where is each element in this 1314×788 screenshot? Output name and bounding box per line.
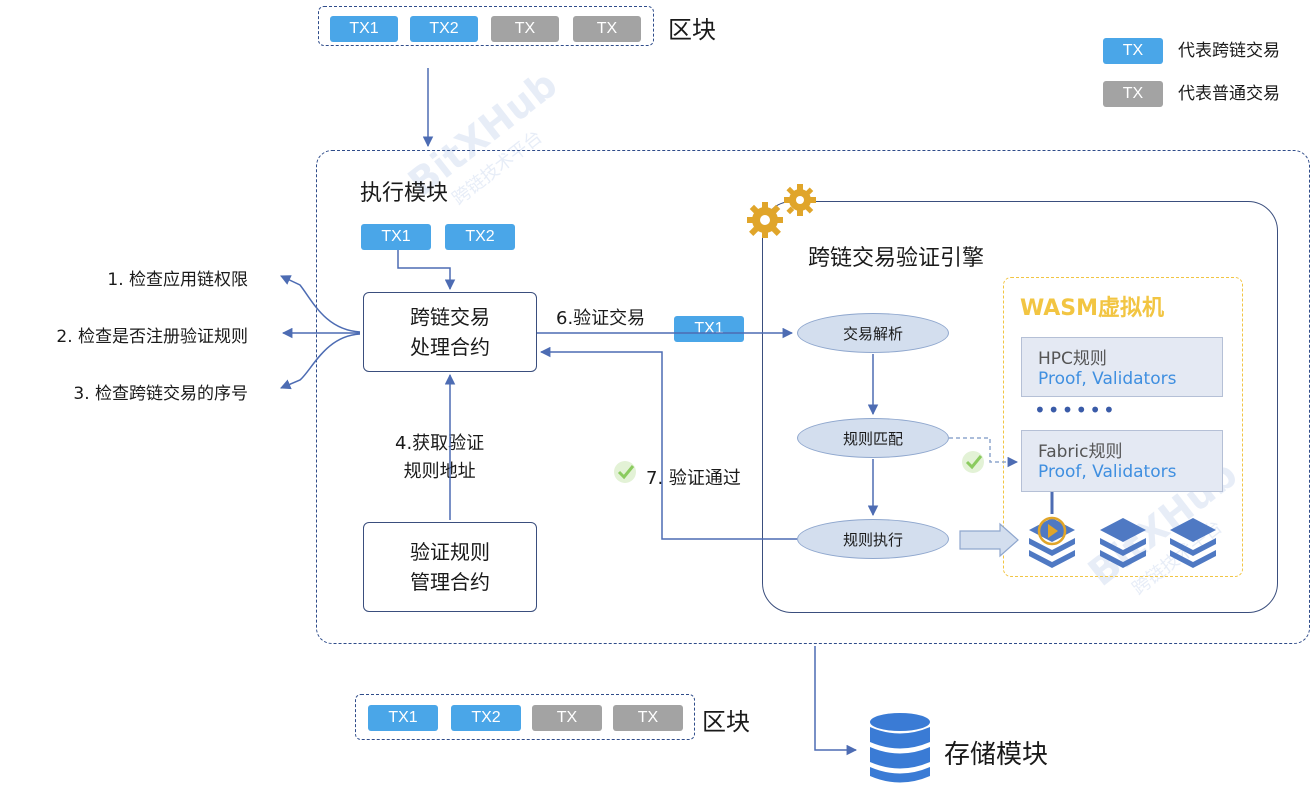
database-icon: [870, 713, 930, 783]
exec-module-container: [316, 150, 1310, 644]
top-block-tx1: TX1: [330, 16, 398, 42]
rule-fabric-detail: Proof, Validators: [1038, 462, 1177, 482]
rule-hpc-name: HPC规则: [1038, 349, 1107, 369]
engine-step-parse-label: 交易解析: [842, 324, 903, 343]
engine-step-parse: 交易解析: [797, 313, 949, 353]
gear-icon: [747, 184, 816, 238]
rule-hpc-detail: Proof, Validators: [1038, 369, 1177, 389]
bottom-block-tx4: TX: [613, 705, 683, 731]
engine-step-match: 规则匹配: [797, 418, 949, 458]
engine-step-execute-label: 规则执行: [842, 530, 903, 549]
check-1: 1. 检查应用链权限: [107, 270, 248, 290]
exec-tx1: TX1: [361, 224, 431, 250]
arrow-verify-pass: [539, 346, 797, 540]
arrow-check-1: [280, 275, 361, 333]
top-block-tx3: TX: [491, 16, 559, 42]
legend-cross-swatch: TX: [1103, 38, 1163, 64]
layer-stack-icon-3: [1170, 518, 1216, 568]
engine-step-execute: 规则执行: [797, 519, 949, 559]
top-block-label: 区块: [668, 16, 716, 44]
exec-tx2: TX2: [445, 224, 515, 250]
big-arrow-icon: [959, 522, 1019, 558]
rule-mgmt-contract-box: 验证规则 管理合约: [363, 522, 537, 612]
top-block-tx4: TX: [573, 16, 641, 42]
engine-step-match-label: 规则匹配: [842, 429, 903, 448]
top-block-tx2: TX2: [410, 16, 478, 42]
bottom-block-tx2: TX2: [451, 705, 521, 731]
check-icon-step7: [614, 461, 636, 483]
verify-engine-box: [762, 201, 1278, 613]
legend-cross-text: 代表跨链交易: [1178, 41, 1280, 61]
bottom-block-tx3: TX: [532, 705, 602, 731]
layer-stack-icon-2: [1100, 518, 1146, 568]
arrow-match-to-fabric: [949, 437, 1019, 468]
rule-mgmt-contract-label: 验证规则 管理合约: [410, 540, 490, 594]
storage-label: 存储模块: [944, 740, 1049, 770]
step6-label: 6.验证交易: [556, 308, 646, 329]
wasm-vm-container: [1003, 277, 1243, 577]
exec-module-title: 执行模块: [360, 181, 449, 206]
check-2: 2. 检查是否注册验证规则: [56, 327, 248, 347]
bottom-block-label: 区块: [702, 708, 750, 736]
check-3: 3. 检查跨链交易的序号: [73, 384, 248, 404]
cross-chain-contract-label: 跨链交易 处理合约: [410, 305, 490, 359]
arrow-exec-to-storage: [814, 646, 858, 756]
bottom-block-tx1: TX1: [368, 705, 438, 731]
rules-ellipsis: ••••••: [1034, 398, 1117, 422]
arrow-tx1-to-contract: [397, 250, 456, 291]
rule-fabric-name: Fabric规则: [1038, 442, 1123, 462]
cross-chain-contract-box: 跨链交易 处理合约: [363, 292, 537, 372]
execute-ring-icon: [1037, 516, 1067, 546]
verify-engine-title: 跨链交易验证引擎: [808, 246, 985, 271]
rule-hpc: HPC规则 Proof, Validators: [1021, 337, 1223, 397]
legend-normal-text: 代表普通交易: [1178, 84, 1280, 104]
check-icon-match: [962, 451, 984, 473]
step4-label: 4.获取验证 规则地址: [395, 433, 485, 482]
rule-fabric: Fabric规则 Proof, Validators: [1021, 430, 1223, 492]
step7-label: 7. 验证通过: [646, 468, 741, 489]
bottom-block-container: [355, 694, 695, 740]
legend-normal-swatch: TX: [1103, 81, 1163, 107]
wasm-vm-title: WASM虚拟机: [1020, 296, 1165, 321]
top-block-container: [318, 6, 654, 46]
arrow-check-3: [280, 333, 361, 390]
